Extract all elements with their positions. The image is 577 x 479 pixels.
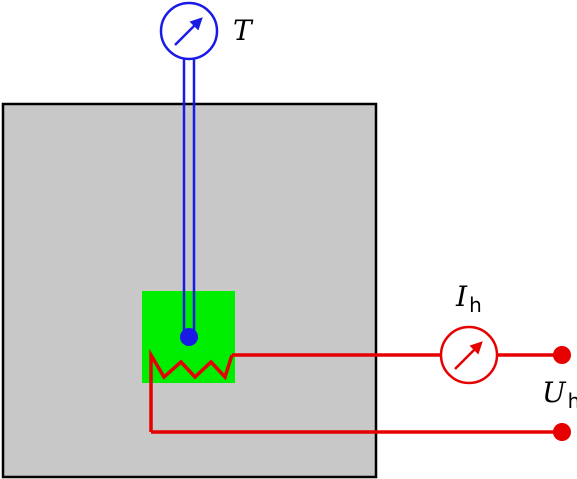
- thermometer-meter-icon: [159, 1, 219, 61]
- heater-circuit: [149, 348, 562, 434]
- resistor-zigzag-icon: [149, 348, 234, 432]
- ammeter-meter-icon: [439, 325, 499, 385]
- temperature-sensor-point: [180, 328, 198, 346]
- label-temperature: T: [233, 14, 254, 47]
- terminal-upper: [553, 346, 571, 364]
- sample-block: [1, 102, 378, 479]
- thermometer-lead: [182, 56, 196, 336]
- terminal-lower: [553, 423, 571, 441]
